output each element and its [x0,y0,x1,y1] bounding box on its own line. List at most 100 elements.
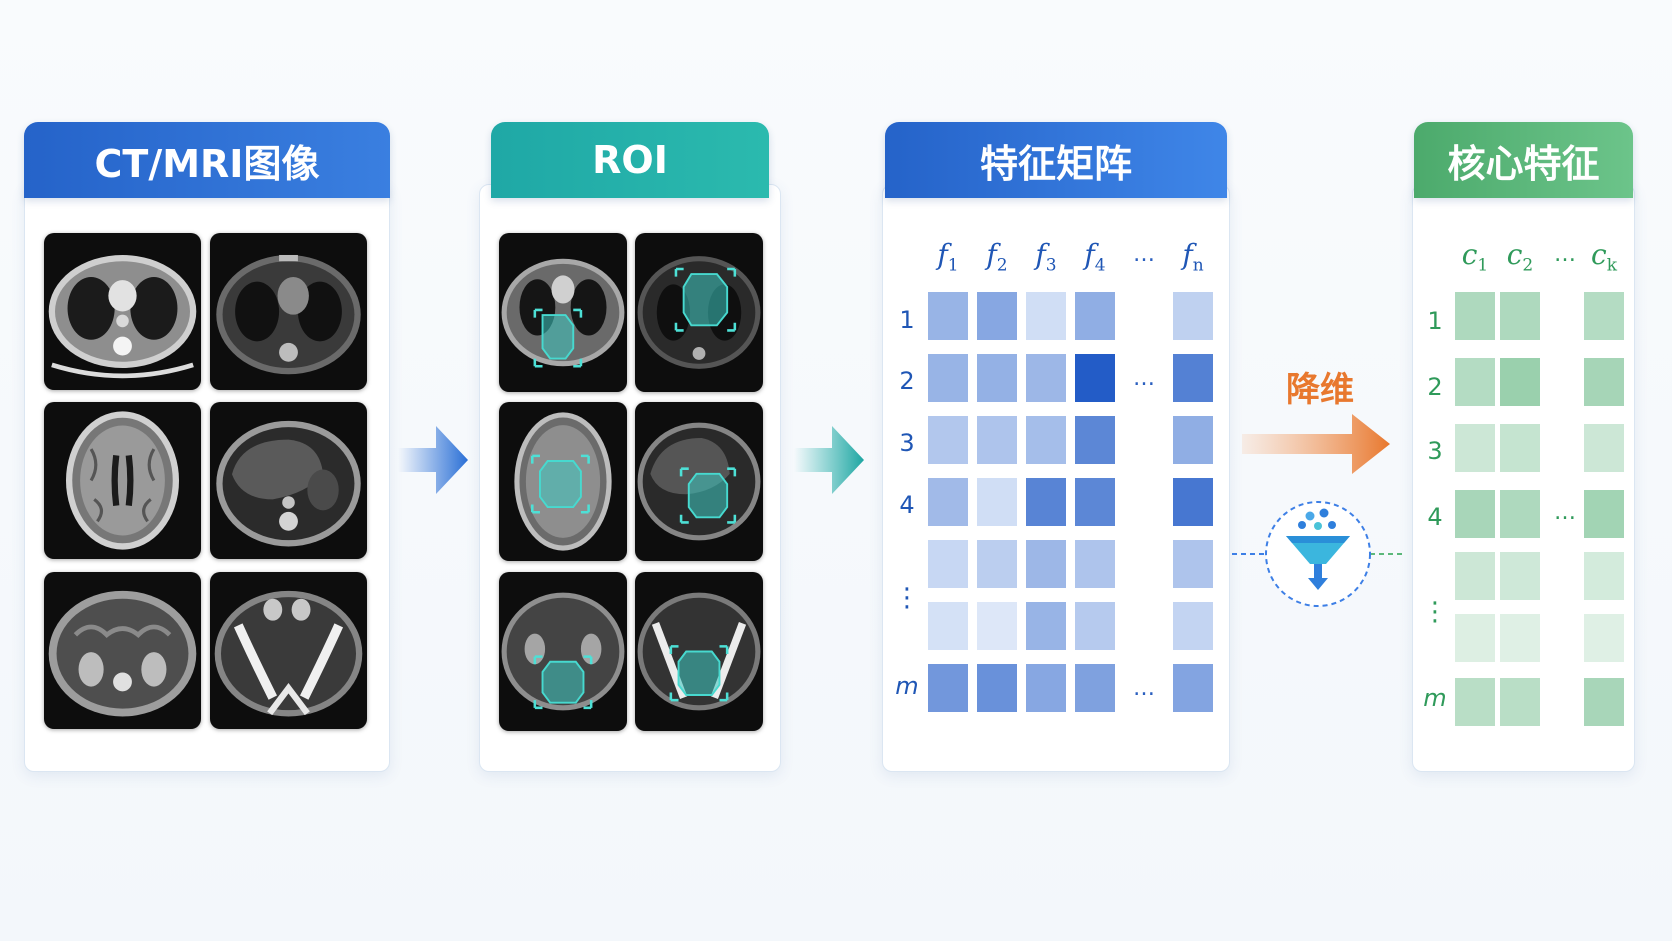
matrix-cell [1584,490,1624,538]
roi-panel-body [479,184,781,772]
matrix-cell [1584,614,1624,662]
matrix-cell [928,478,968,526]
column-label-subscript: n [1192,255,1204,276]
matrix-cell [977,416,1017,464]
images-panel-title: CT/MRI图像 [24,122,390,198]
matrix-cell [977,354,1017,402]
matrix-cell [1584,678,1624,726]
matrix-cell [1584,358,1624,406]
feature-matrix-title: 特征矩阵 [885,122,1227,198]
ct-chest-dark-image [210,233,367,390]
matrix-cell [1500,552,1540,600]
matrix-cell [928,664,968,712]
matrix-cell [1500,678,1540,726]
matrix-cell [1173,354,1213,402]
matrix-cell [1173,478,1213,526]
mri-kidney-image [44,572,201,729]
matrix-cell [1500,614,1540,662]
row-label: 4 [1427,503,1443,531]
images-panel-body [24,184,390,772]
arrow-right-icon [398,426,468,494]
matrix-cell [1455,292,1495,340]
matrix-cell [1075,478,1115,526]
row-label: 2 [899,367,915,395]
column-label-letter: f [937,238,948,271]
arrow-right-icon [1242,414,1390,474]
matrix-cell [1026,416,1066,464]
row-label: m [895,672,919,700]
matrix-cell [977,292,1017,340]
row-label: ⋮ [894,583,920,613]
column-label: f1 [928,238,968,276]
funnel-icon [1232,501,1406,607]
matrix-cell [1075,664,1115,712]
matrix-cell [1026,664,1066,712]
matrix-cell [1455,552,1495,600]
dimensionality-reduction-label: 降维 [1286,370,1354,410]
column-label: f2 [977,238,1017,276]
matrix-cell [1173,602,1213,650]
roi-mri-kidney-image [499,572,627,731]
row-label: m [1423,684,1447,712]
matrix-cell [1026,540,1066,588]
roi-mri-abdomen-image [635,402,763,561]
mri-brain-image [44,402,201,559]
column-label-subscript: 2 [1522,255,1534,276]
column-label: c2 [1500,238,1540,276]
matrix-cell [1500,424,1540,472]
column-label-subscript: k [1606,255,1617,276]
matrix-cell [977,478,1017,526]
row-label: 2 [1427,373,1443,401]
column-label: f3 [1026,238,1066,276]
column-label-subscript: 4 [1094,255,1106,276]
roi-mri-brain-image [499,402,627,561]
row-label: 4 [899,491,915,519]
matrix-cell [1455,678,1495,726]
column-label-subscript: 1 [1477,255,1489,276]
column-label-subscript: 2 [996,255,1008,276]
matrix-cell [1584,552,1624,600]
matrix-cell [928,416,968,464]
matrix-cell [1455,358,1495,406]
matrix-cell [1584,292,1624,340]
column-label: ck [1584,238,1624,276]
matrix-cell [1500,490,1540,538]
matrix-cell [928,292,968,340]
arrow-right-icon [794,426,864,494]
core-features-title: 核心特征 [1414,122,1633,198]
matrix-cell [1075,354,1115,402]
column-ellipsis: … [1133,242,1155,267]
row-label: 1 [1427,307,1443,335]
column-ellipsis: … [1554,242,1576,267]
matrix-cell [1026,478,1066,526]
matrix-cell [1075,602,1115,650]
core-features-body [1412,184,1635,772]
column-label-letter: c [1506,238,1523,271]
ct-chest-image [44,233,201,390]
roi-panel-title: ROI [491,122,769,198]
matrix-cell [1026,354,1066,402]
matrix-cell [1584,424,1624,472]
matrix-cell [1500,358,1540,406]
matrix-cell [1173,540,1213,588]
matrix-cell [1500,292,1540,340]
matrix-cell [928,540,968,588]
column-label-letter: f [1182,238,1193,271]
roi-ct-chest-image [499,233,627,392]
matrix-ellipsis: … [1133,676,1155,701]
roi-ct-chest-dark-image [635,233,763,392]
roi-panel: ROI [479,122,781,772]
core-features-panel: 核心特征 [1412,122,1635,772]
column-label: fn [1173,238,1213,276]
matrix-cell [1026,292,1066,340]
matrix-cell [928,602,968,650]
column-label-letter: f [1084,238,1095,271]
row-label: ⋮ [1422,597,1448,627]
matrix-cell [1455,614,1495,662]
matrix-cell [977,602,1017,650]
column-label-letter: c [1461,238,1478,271]
row-label: 1 [899,306,915,334]
mri-abdomen-image [210,402,367,559]
matrix-cell [1075,292,1115,340]
matrix-ellipsis: … [1554,500,1576,525]
